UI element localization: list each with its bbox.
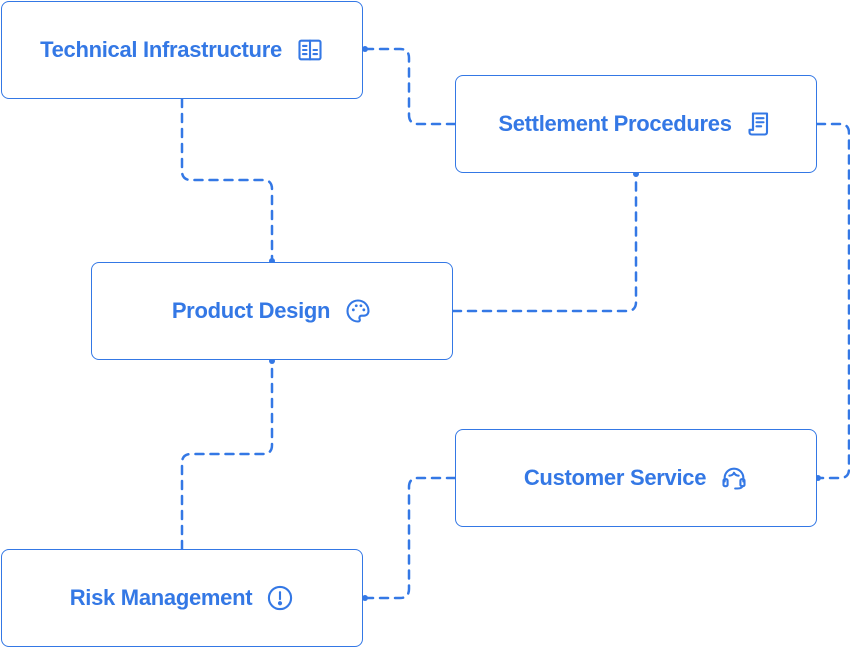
node-label: Customer Service [523, 465, 707, 490]
node-customer-service[interactable]: Customer Service [455, 429, 817, 527]
alert-circle-icon [266, 584, 294, 612]
node-label: Product Design [171, 298, 331, 323]
connector-product-to-settlement [451, 171, 638, 313]
node-label: Risk Management [69, 585, 253, 610]
building-icon [296, 36, 324, 64]
node-risk-management[interactable]: Risk Management [1, 549, 363, 647]
connector-end-dot [362, 46, 368, 52]
connector-settlement-to-customer [815, 122, 850, 480]
connector-customer-to-risk [361, 476, 457, 600]
node-label: Technical Infrastructure [40, 37, 282, 62]
node-product-design[interactable]: Product Design [91, 262, 453, 360]
node-technical-infrastructure[interactable]: Technical Infrastructure [1, 1, 363, 99]
connector-risk-to-product [180, 358, 274, 551]
connector-end-dot [362, 595, 368, 601]
connector-technical-to-product [180, 97, 274, 264]
headset-icon [720, 464, 748, 492]
node-settlement-procedures[interactable]: Settlement Procedures [455, 75, 817, 173]
palette-icon [344, 297, 372, 325]
receipt-icon [746, 110, 774, 138]
node-label: Settlement Procedures [498, 111, 732, 136]
connector-settlement-to-technical [361, 47, 457, 126]
